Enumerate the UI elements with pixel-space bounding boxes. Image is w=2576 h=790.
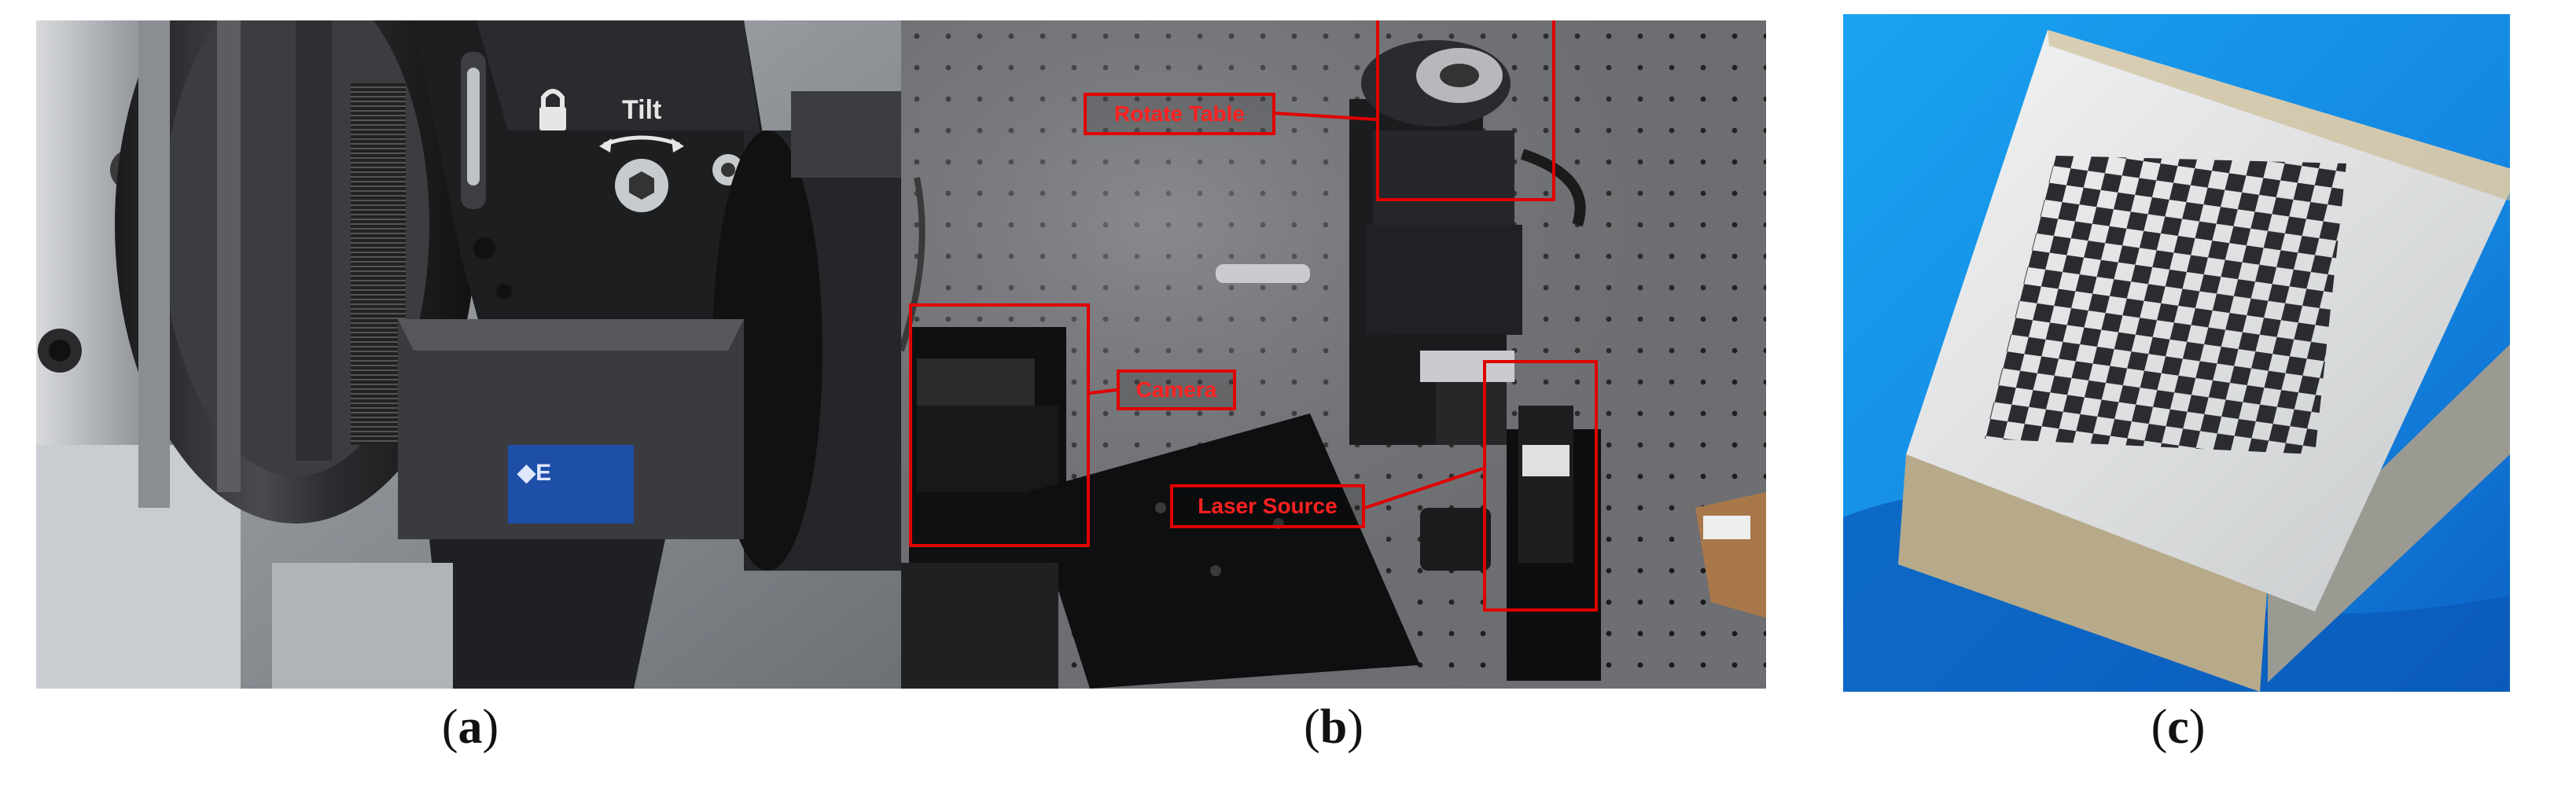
camera-lens-tilt-mount-photo: Tilt ◆E: [36, 20, 901, 689]
svg-text:◆E: ◆E: [517, 460, 551, 486]
svg-text:Tilt: Tilt: [622, 95, 661, 125]
camera-highlight-box: [909, 303, 1090, 547]
panel-caption-a: (a): [441, 700, 499, 754]
panel-caption-b: (b): [1304, 700, 1363, 754]
panel-caption-c: (c): [2151, 700, 2206, 754]
rotate-table-highlight-box: [1376, 20, 1555, 201]
laser-source-label: Laser Source: [1170, 484, 1365, 528]
checkerboard-calibration-cube-photo: [1843, 14, 2510, 692]
optical-table-setup-photo: [901, 20, 1766, 689]
photo-panel-b: Rotate Table Camera Laser Source: [901, 20, 1766, 689]
photo-panel-c: [1843, 14, 2510, 692]
photo-panel-a: Tilt ◆E: [36, 20, 901, 689]
rotate-table-label: Rotate Table: [1084, 93, 1275, 135]
laser-source-highlight-box: [1483, 360, 1598, 612]
camera-label: Camera: [1117, 369, 1236, 410]
